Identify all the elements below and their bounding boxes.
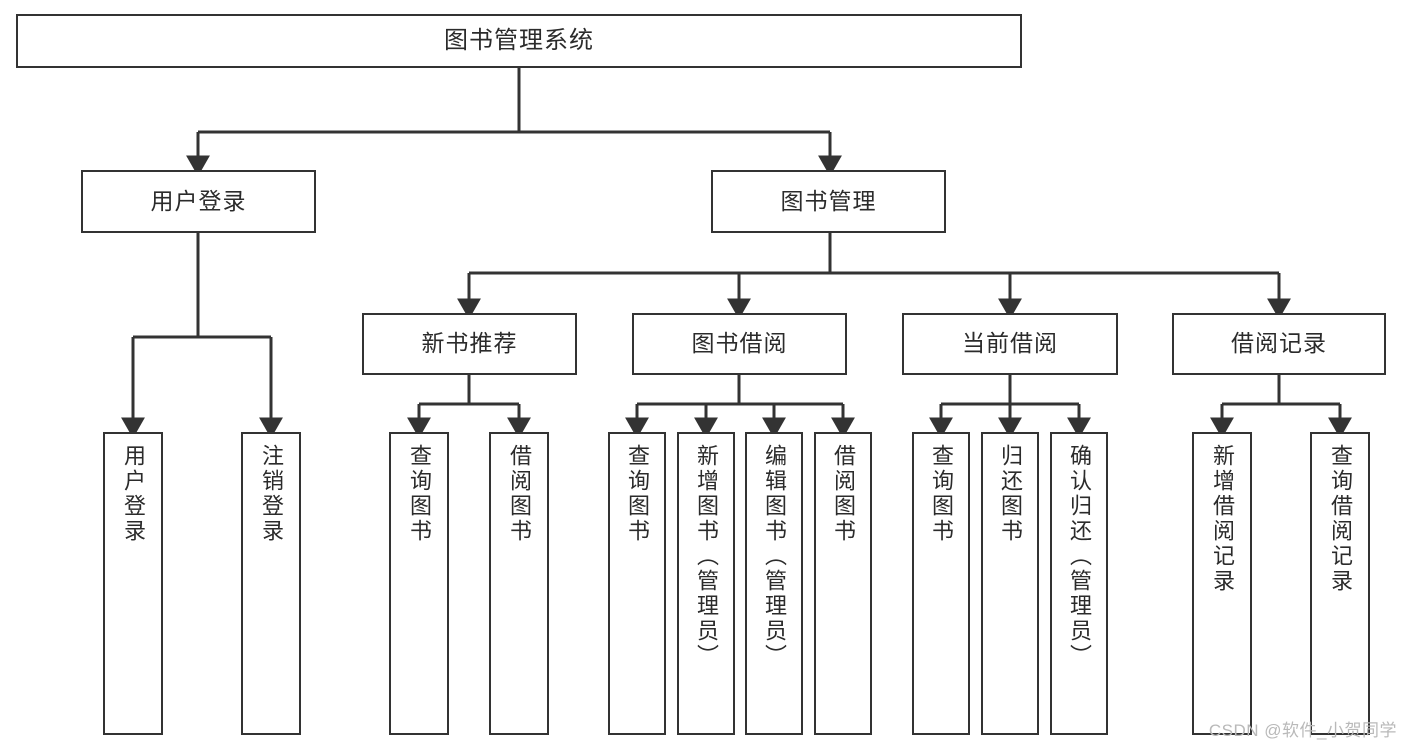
node-label: 当前借阅 [962,330,1058,357]
node-label: 图书借阅 [691,330,788,357]
leaf-book-borrow-borrow-books[interactable]: 借阅图书 [814,432,872,735]
node-label: 图书管理系统 [444,26,594,54]
leaf-borrow-record-query-record[interactable]: 查询借阅记录 [1310,432,1370,735]
leaf-label: 确认归还（管理员） [1067,444,1092,669]
node-borrow-record[interactable]: 借阅记录 [1172,313,1386,375]
leaf-label: 新增借阅记录 [1210,444,1235,594]
leaf-label: 归还图书 [998,444,1023,544]
leaf-label: 新增图书（管理员） [694,444,719,669]
leaf-label: 用户登录 [121,444,146,544]
node-book-borrow[interactable]: 图书借阅 [632,313,847,375]
node-user-login[interactable]: 用户登录 [81,170,316,233]
leaf-label: 借阅图书 [507,444,532,544]
leaf-user-login-logout[interactable]: 注销登录 [241,432,301,735]
node-new-book-recommend[interactable]: 新书推荐 [362,313,577,375]
leaf-book-borrow-query-books[interactable]: 查询图书 [608,432,666,735]
leaf-label: 查询图书 [407,444,432,544]
leaf-label: 注销登录 [259,444,284,544]
leaf-borrow-record-add-record[interactable]: 新增借阅记录 [1192,432,1252,735]
leaf-user-login-login[interactable]: 用户登录 [103,432,163,735]
leaf-label: 查询借阅记录 [1328,444,1353,594]
leaf-label: 查询图书 [625,444,650,544]
leaf-new-book-borrow-books[interactable]: 借阅图书 [489,432,549,735]
leaf-current-borrow-confirm-return-admin[interactable]: 确认归还（管理员） [1050,432,1108,735]
watermark: CSDN @软件_小贺同学 [1208,721,1397,740]
node-root-book-management-system[interactable]: 图书管理系统 [16,14,1022,68]
node-book-management[interactable]: 图书管理 [711,170,946,233]
leaf-label: 查询图书 [929,444,954,544]
leaf-current-borrow-return-books[interactable]: 归还图书 [981,432,1039,735]
node-label: 用户登录 [150,187,247,214]
leaf-book-borrow-edit-book-admin[interactable]: 编辑图书（管理员） [745,432,803,735]
node-label: 图书管理 [780,187,877,214]
node-label: 新书推荐 [421,330,518,357]
leaf-current-borrow-query-books[interactable]: 查询图书 [912,432,970,735]
leaf-book-borrow-add-book-admin[interactable]: 新增图书（管理员） [677,432,735,735]
leaf-new-book-query-books[interactable]: 查询图书 [389,432,449,735]
leaf-label: 借阅图书 [831,444,856,544]
node-label: 借阅记录 [1231,330,1327,357]
leaf-label: 编辑图书（管理员） [762,444,787,669]
node-current-borrow[interactable]: 当前借阅 [902,313,1118,375]
